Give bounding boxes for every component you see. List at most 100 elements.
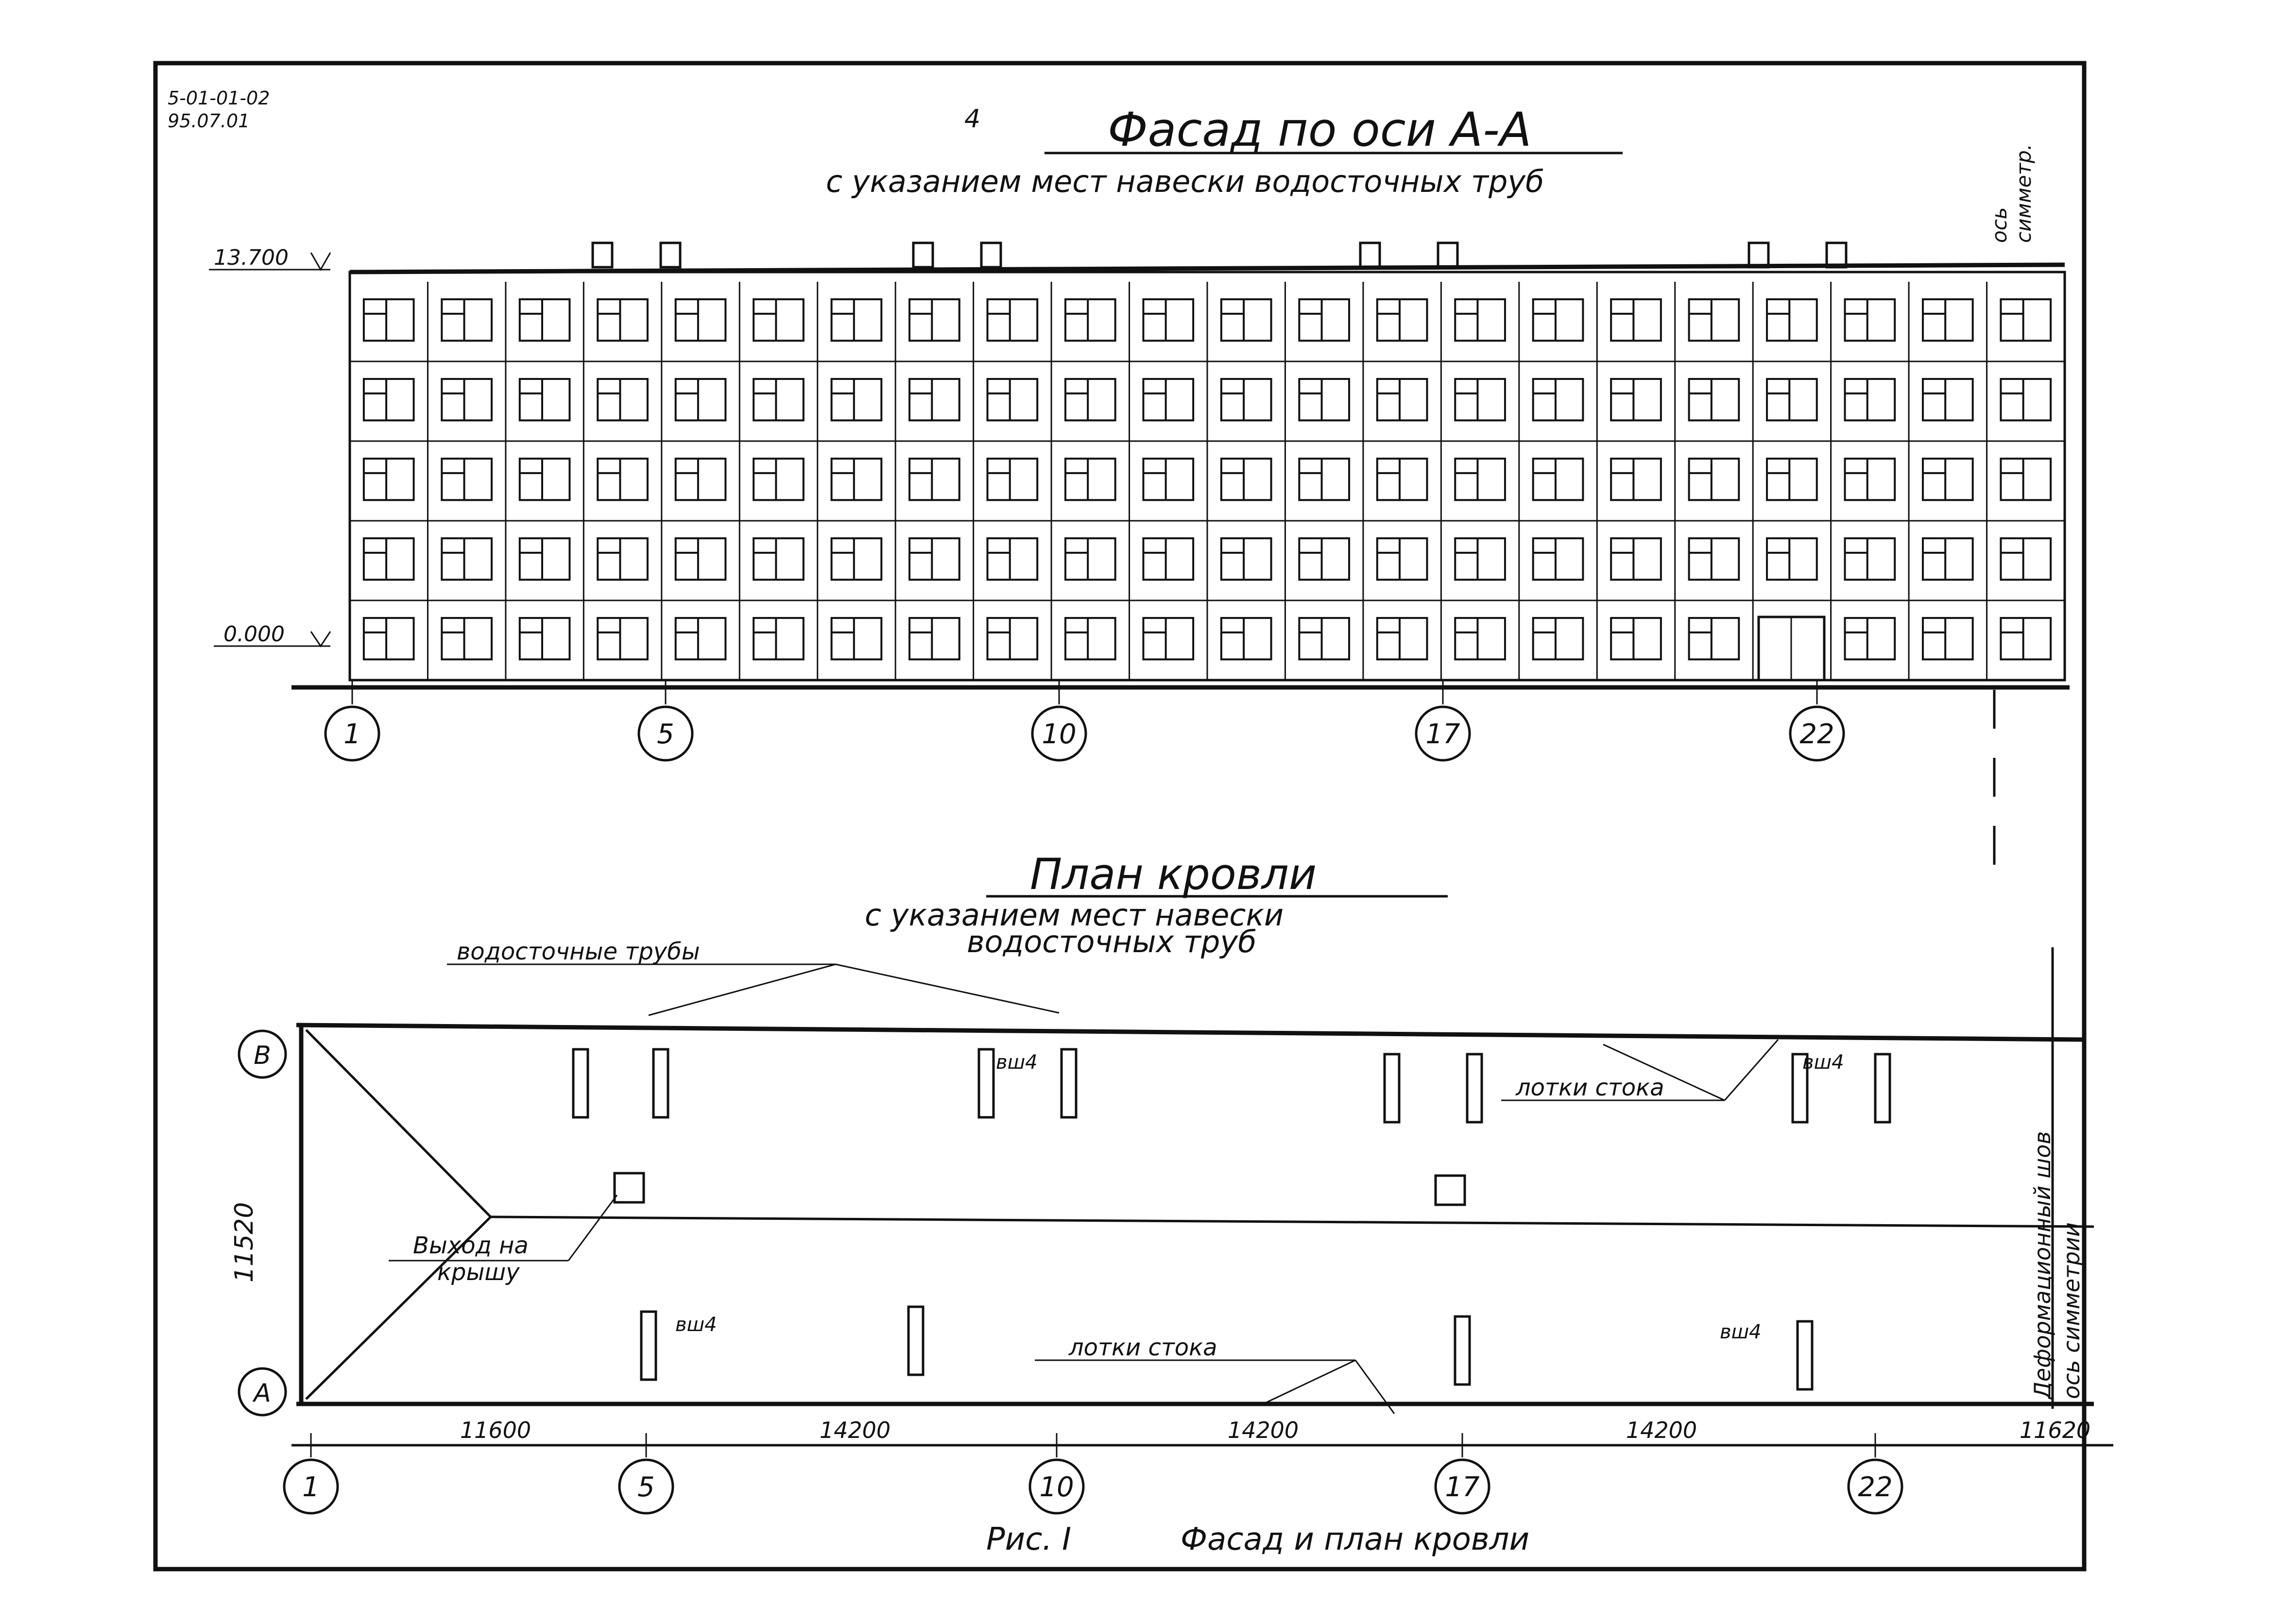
window-frame [830, 298, 883, 342]
row-axis-a-label: А [252, 1379, 271, 1408]
window [518, 458, 571, 501]
window [597, 537, 649, 581]
roof-span-dimension: 14200 [1626, 1417, 1697, 1443]
facade-axis-circle [1415, 705, 1471, 762]
window-frame [362, 537, 415, 581]
exit-leader-2 [567, 1195, 618, 1261]
facade-axis-label: 10 [1042, 718, 1076, 750]
window [1220, 298, 1272, 342]
window [1064, 617, 1116, 661]
window [597, 458, 649, 501]
window [1532, 378, 1584, 422]
window [1921, 298, 1974, 342]
window [1064, 537, 1116, 581]
roof-axis-label: 22 [1858, 1471, 1892, 1503]
window-frame [1688, 378, 1740, 422]
window [1454, 298, 1506, 342]
window-frame [441, 617, 493, 661]
corner-code-1: 5-01-01-02 [168, 87, 270, 109]
roof-width-dimension: 11520 [230, 1202, 259, 1282]
downpipes-leader-2 [835, 963, 1060, 1014]
facade-elevation [291, 241, 2070, 690]
window-frame [1376, 298, 1428, 342]
roof-funnel-bottom [907, 1305, 925, 1376]
window [986, 378, 1039, 422]
roof-vent [659, 241, 682, 269]
window [1376, 617, 1428, 661]
window-frame [986, 458, 1039, 501]
window [1766, 378, 1818, 422]
roof-funnels [572, 1048, 1891, 1391]
window [674, 537, 727, 581]
roof-axis-circle [618, 1458, 674, 1515]
window [1844, 378, 1896, 422]
window-frame [830, 458, 883, 501]
window [674, 617, 727, 661]
window [753, 617, 805, 661]
label-vsh-4: вш4 [1720, 1321, 1762, 1343]
window-frame [1844, 378, 1896, 422]
label-side-2: ось симметрии [2058, 1222, 2085, 1399]
window [830, 378, 883, 422]
window [1610, 378, 1662, 422]
window-frame [1220, 537, 1272, 581]
window-frame [674, 378, 727, 422]
roof-exit-right [1434, 1174, 1466, 1206]
window [1220, 378, 1272, 422]
window [986, 458, 1039, 501]
window [1610, 537, 1662, 581]
window [2000, 458, 2052, 501]
window-frame [1921, 458, 1974, 501]
window-frame [1064, 458, 1116, 501]
roof-funnel-top [1383, 1053, 1401, 1124]
window-frame [1610, 617, 1662, 661]
window-frame [597, 378, 649, 422]
window-frame [1142, 298, 1195, 342]
window [986, 298, 1039, 342]
window [1844, 617, 1896, 661]
roof-span-dimension: 14200 [1228, 1417, 1299, 1443]
window-frame [908, 617, 960, 661]
window-frame [362, 458, 415, 501]
roof-vent [912, 241, 934, 269]
roof-span-dimension: 14200 [820, 1417, 891, 1443]
roof-axis-circle [1847, 1458, 1903, 1515]
roof-diag-top [305, 1029, 492, 1218]
window [362, 458, 415, 501]
roof-vent [1437, 241, 1459, 269]
roof-span-dimension: 11620 [2020, 1417, 2090, 1443]
window-frame [1064, 378, 1116, 422]
window-frame [1454, 298, 1506, 342]
window [1532, 537, 1584, 581]
window-frame [1610, 537, 1662, 581]
window-frame [1298, 617, 1351, 661]
window-frame [1064, 537, 1116, 581]
window [1298, 458, 1351, 501]
window-frame [674, 298, 727, 342]
window-frame [1532, 537, 1584, 581]
window-frame [1142, 617, 1195, 661]
roof-vent [1359, 241, 1381, 269]
window [1921, 378, 1974, 422]
window-frame [830, 378, 883, 422]
window-frame [830, 617, 883, 661]
window-frame [597, 298, 649, 342]
window-frame [830, 537, 883, 581]
window [1142, 458, 1195, 501]
roof-axis-circle [1434, 1458, 1490, 1515]
window [1532, 617, 1584, 661]
window [362, 378, 415, 422]
window [597, 298, 649, 342]
window [1610, 298, 1662, 342]
facade-axis-circle [637, 705, 694, 762]
roof-axis-label: 17 [1445, 1471, 1480, 1503]
roof-funnel-bottom [1454, 1315, 1471, 1386]
window-frame [362, 378, 415, 422]
window-frame [1376, 537, 1428, 581]
window [674, 378, 727, 422]
facade-axis-label: 22 [1799, 718, 1834, 750]
roof-funnel-top [652, 1048, 669, 1119]
roof-axis-label: 5 [637, 1471, 655, 1503]
